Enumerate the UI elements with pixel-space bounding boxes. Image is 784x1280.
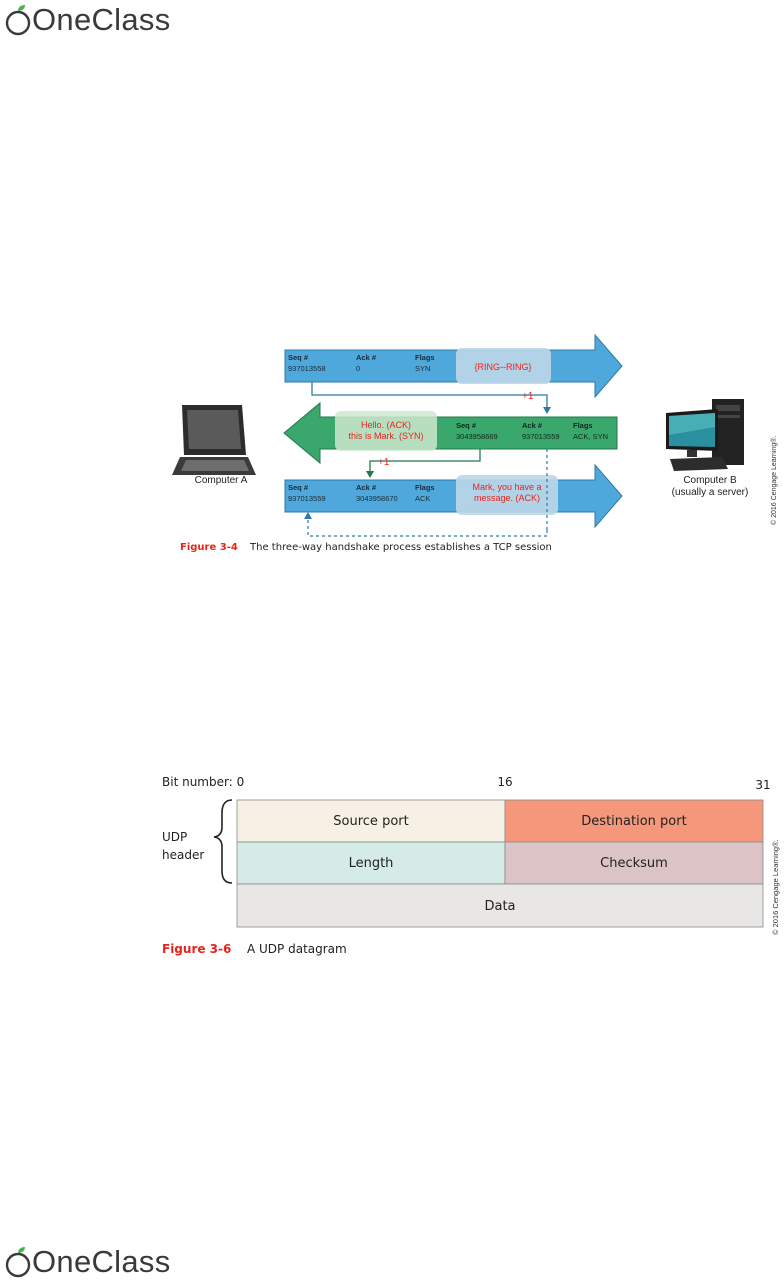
- row3-header-ack: Ack #: [356, 483, 377, 492]
- apple-icon: [5, 5, 31, 36]
- row2-note-line1: Hello. (ACK): [361, 420, 411, 430]
- bit-31-label: 31: [755, 778, 770, 792]
- udp-header-brace: [213, 799, 233, 884]
- laptop-icon: [172, 405, 256, 475]
- row2-ack: 937013559: [522, 432, 560, 441]
- row1-note-bubble: [456, 348, 551, 384]
- row2-header-seq: Seq #: [456, 421, 477, 430]
- plus-one-b: +1: [378, 457, 390, 468]
- row1-header-flags: Flags: [415, 353, 435, 362]
- brand-name: OneClass: [32, 2, 171, 37]
- data-cell: [236, 883, 764, 928]
- row3-header-flags: Flags: [415, 483, 435, 492]
- desktop-computer-icon: [666, 399, 744, 471]
- row3-note-line1: Mark, you have a: [472, 482, 541, 492]
- bit-16-label: 16: [497, 775, 512, 789]
- row1-header-ack: Ack #: [356, 353, 377, 362]
- destination-port-label: Destination port: [581, 814, 686, 829]
- row1-seq: 937013558: [288, 364, 326, 373]
- length-label: Length: [349, 856, 394, 871]
- figure-3-4-label: Figure 3-4: [180, 542, 238, 553]
- connector-row1-row2: [311, 382, 548, 409]
- row2-note-line2: this is Mark. (SYN): [348, 431, 423, 441]
- dashed-loop: [307, 517, 548, 537]
- computer-b-label-line1: Computer B: [683, 475, 737, 486]
- figure-3-4: Seq # Ack # Flags 937013558 0 SYN {RING-…: [172, 333, 778, 553]
- computer-a-label: Computer A: [195, 475, 248, 486]
- copyright-fig6: © 2016 Cengage Learning®.: [771, 839, 780, 935]
- plus-one-a: +1: [522, 391, 534, 402]
- row2-header-ack: Ack #: [522, 421, 543, 430]
- row1-ack: 0: [356, 364, 360, 373]
- computer-b-label-line2: (usually a server): [672, 487, 749, 498]
- row1-note: {RING--RING}: [474, 362, 531, 372]
- connector-row2-row3: [369, 449, 481, 473]
- row3-ack: 3043958670: [356, 494, 398, 503]
- row2-flags: ACK, SYN: [573, 432, 608, 441]
- row2-note-bubble: [335, 411, 437, 451]
- row1-flags: SYN: [415, 364, 430, 373]
- row1-arrow: [284, 333, 623, 399]
- row2-seq: 3043958669: [456, 432, 498, 441]
- row2-arrow: [283, 401, 618, 465]
- row3-seq: 937013559: [288, 494, 326, 503]
- figure-3-6-label: Figure 3-6: [162, 942, 231, 956]
- data-label: Data: [484, 899, 515, 914]
- row3-header-seq: Seq #: [288, 483, 309, 492]
- row3-note-bubble: [456, 475, 558, 515]
- copyright-fig4: © 2016 Cengage Learning®.: [770, 436, 778, 525]
- checksum-label: Checksum: [600, 856, 668, 871]
- udp-header-label-line2: header: [162, 848, 204, 862]
- row3-flags: ACK: [415, 494, 430, 503]
- row2-header-flags: Flags: [573, 421, 593, 430]
- checksum-cell: [504, 841, 764, 885]
- figure-3-6-caption: A UDP datagram: [247, 942, 347, 956]
- figure-3-4-caption: The three-way handshake process establis…: [249, 542, 552, 553]
- apple-icon: [5, 1247, 31, 1278]
- oneclass-logo: OneClass: [4, 2, 171, 38]
- row1-header-seq: Seq #: [288, 353, 309, 362]
- figure-3-6: Bit number: 0 16 31 UDP header Source po…: [162, 775, 780, 956]
- row3-arrow: [284, 463, 623, 529]
- bit-number-label: Bit number: 0: [162, 775, 244, 789]
- row3-note-line2: message. (ACK): [474, 493, 540, 503]
- oneclass-logo-footer: OneClass: [4, 1244, 171, 1280]
- source-port-label: Source port: [333, 814, 408, 829]
- udp-header-label-line1: UDP: [162, 830, 187, 844]
- brand-name-footer: OneClass: [32, 1244, 171, 1279]
